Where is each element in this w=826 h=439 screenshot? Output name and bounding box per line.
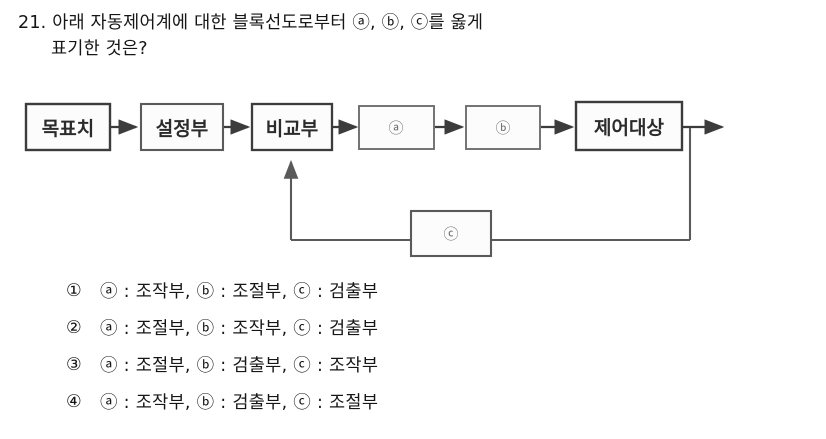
diagram-block-target-value-label: 목표치 bbox=[42, 118, 94, 140]
diagram-block-comparator-label: 비교부 bbox=[266, 118, 318, 140]
question-stem: 21. 아래 자동제어계에 대한 블록선도로부터 ⓐ, ⓑ, ⓒ를 옳게 표기한… bbox=[18, 10, 808, 62]
answer-choice-1-text: ⓐ : 조작부, ⓑ : 조절부, ⓒ : 검출부 bbox=[100, 282, 379, 302]
diagram-block-controlled-object: 제어대상 bbox=[574, 100, 684, 152]
question-line-2: 표기한 것은? bbox=[51, 39, 148, 59]
answer-choice-3-number: ③ bbox=[66, 354, 82, 375]
question-line-1: 21. 아래 자동제어계에 대한 블록선도로부터 ⓐ, ⓑ, ⓒ를 옳게 bbox=[18, 13, 484, 33]
diagram-block-c-label: ⓒ bbox=[443, 225, 458, 243]
answer-choice-2-text: ⓐ : 조절부, ⓑ : 조작부, ⓒ : 검출부 bbox=[100, 319, 379, 339]
block-diagram: 목표치 설정부 비교부 ⓐ ⓑ 제어대상 bbox=[0, 90, 826, 270]
answer-choice-2[interactable]: ② ⓐ : 조절부, ⓑ : 조작부, ⓒ : 검출부 bbox=[0, 309, 826, 346]
diagram-block-setting-unit: 설정부 bbox=[139, 102, 225, 152]
diagram-block-controlled-object-label: 제어대상 bbox=[594, 117, 664, 139]
answer-choice-3[interactable]: ③ ⓐ : 조절부, ⓑ : 검출부, ⓒ : 조작부 bbox=[0, 346, 826, 383]
answer-choice-3-text: ⓐ : 조절부, ⓑ : 검출부, ⓒ : 조작부 bbox=[100, 356, 379, 376]
diagram-block-b-label: ⓑ bbox=[495, 119, 510, 137]
answer-choice-1[interactable]: ① ⓐ : 조작부, ⓑ : 조절부, ⓒ : 검출부 bbox=[0, 272, 826, 309]
diagram-block-setting-unit-label: 설정부 bbox=[156, 118, 208, 140]
diagram-block-comparator: 비교부 bbox=[250, 102, 334, 152]
diagram-block-a: ⓐ bbox=[358, 105, 435, 150]
answer-choice-4-text: ⓐ : 조작부, ⓑ : 검출부, ⓒ : 조절부 bbox=[100, 393, 379, 413]
answer-choice-4[interactable]: ④ ⓐ : 조작부, ⓑ : 검출부, ⓒ : 조절부 bbox=[0, 383, 826, 420]
answer-choice-4-number: ④ bbox=[66, 391, 82, 412]
diagram-block-target-value: 목표치 bbox=[24, 102, 112, 152]
answer-choice-1-number: ① bbox=[66, 280, 82, 301]
diagram-block-a-label: ⓐ bbox=[388, 119, 403, 137]
answer-choice-2-number: ② bbox=[66, 317, 82, 338]
diagram-block-c: ⓒ bbox=[409, 209, 493, 258]
diagram-block-b: ⓑ bbox=[465, 105, 541, 150]
answer-choices: ① ⓐ : 조작부, ⓑ : 조절부, ⓒ : 검출부 ② ⓐ : 조절부, ⓑ… bbox=[0, 272, 826, 420]
